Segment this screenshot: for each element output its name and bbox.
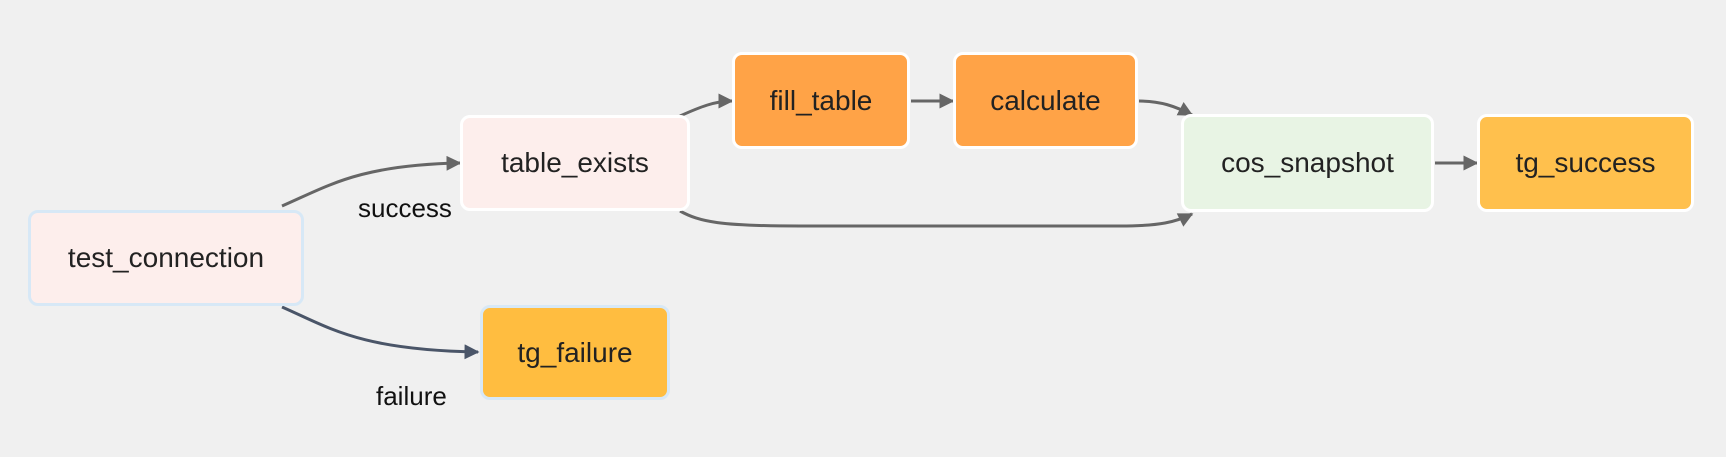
node-fill-table[interactable]: fill_table: [732, 52, 910, 149]
edge-table-exists-to-fill-table: [679, 93, 734, 118]
edge-calculate-to-cos-snapshot: [1138, 99, 1194, 117]
edge-test-connection-to-tg-failure: [281, 305, 480, 360]
edge-label-success: success: [358, 193, 452, 223]
node-tg-failure[interactable]: tg_failure: [480, 305, 670, 400]
node-calculate[interactable]: calculate: [953, 52, 1138, 149]
node-cos-snapshot[interactable]: cos_snapshot: [1181, 114, 1434, 212]
node-tg-success[interactable]: tg_success: [1477, 114, 1694, 212]
node-test-connection[interactable]: test_connection: [28, 210, 304, 306]
edge-test-connection-to-table-exists: [281, 155, 462, 208]
node-table-exists[interactable]: table_exists: [460, 115, 690, 211]
edge-table-exists-to-cos-snapshot: [679, 209, 1194, 228]
edge-label-failure: failure: [376, 381, 447, 411]
